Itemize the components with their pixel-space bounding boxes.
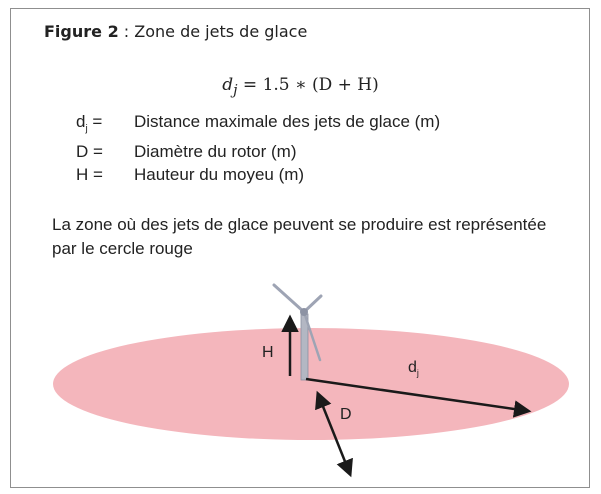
formula-lhs: d: [222, 75, 234, 95]
legend-description: Hauteur du moyeu (m): [134, 165, 305, 185]
rotor-diameter-arrow: [315, 390, 353, 478]
zone-note: La zone où des jets de glace peuvent se …: [52, 215, 547, 258]
caption-separator: :: [118, 22, 135, 41]
legend-symbol: dj =: [76, 112, 103, 135]
legend-symbol: D =: [76, 142, 103, 162]
legend-row-d: D = Diamètre du rotor (m): [76, 140, 440, 163]
variable-legend: dj = Distance maximale des jets de glace…: [76, 110, 440, 186]
ice-throw-distance-arrow: [305, 377, 532, 418]
ice-throw-zone: [53, 328, 569, 440]
legend-symbol: H =: [76, 165, 103, 185]
legend-description: Diamètre du rotor (m): [134, 142, 297, 162]
formula: dj = 1.5 ∗ (D + H): [0, 75, 601, 98]
rotor-diameter-label: D: [340, 406, 352, 423]
formula-lhs-sub: j: [233, 82, 238, 99]
hub-height-label: H: [262, 344, 274, 361]
figure-label: Figure 2: [44, 22, 119, 41]
legend-description: Distance maximale des jets de glace (m): [134, 112, 441, 131]
legend-row-dj: dj = Distance maximale des jets de glace…: [76, 110, 440, 140]
figure-title: Zone de jets de glace: [134, 22, 308, 41]
formula-rhs: = 1.5 ∗ (D + H): [237, 75, 379, 95]
wind-turbine-icon: [272, 283, 323, 381]
figure-caption: Figure 2 : Zone de jets de glace: [44, 22, 307, 41]
legend-row-h: H = Hauteur du moyeu (m): [76, 163, 440, 186]
ice-throw-distance-label: dj: [408, 359, 419, 378]
